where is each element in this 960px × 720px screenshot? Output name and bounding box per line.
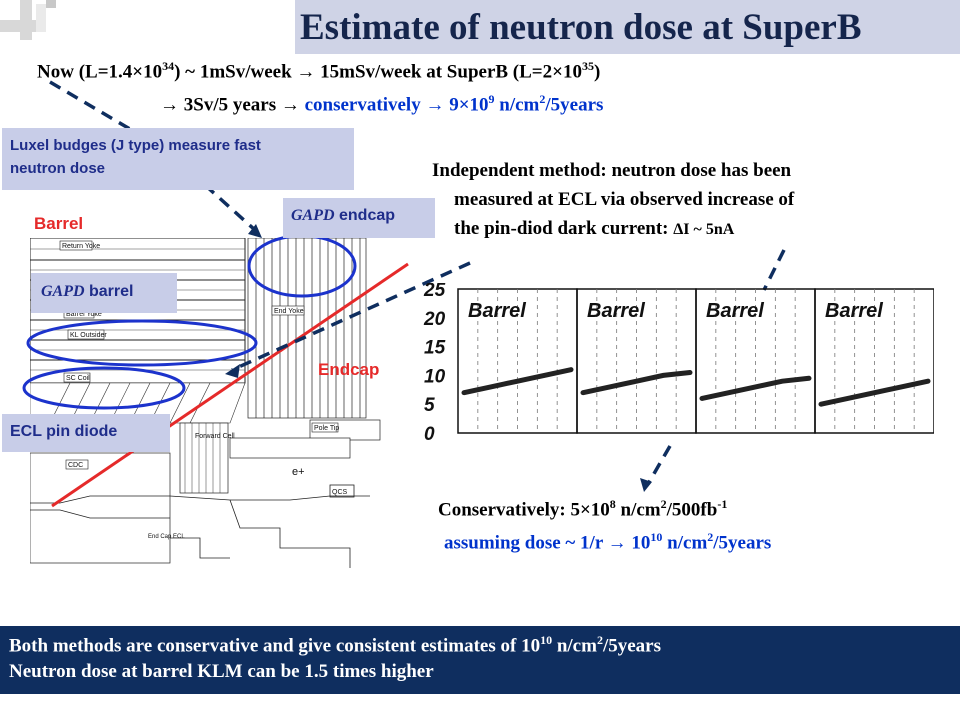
ecl-ellipse	[22, 366, 186, 410]
conclusion-bar	[0, 626, 960, 694]
independent-method-text: Independent method: neutron dose has bee…	[432, 160, 795, 239]
y-tick-label: 15	[424, 338, 446, 359]
luxel-label: Luxel budges (J type) measure fast neutr…	[2, 128, 354, 190]
dashed-connector	[646, 445, 672, 485]
y-tick-label: 0	[424, 424, 435, 443]
panel-label: Barrel	[587, 300, 645, 322]
estimate-line-2: → 3Sv/5 years → conservatively → 9×109 n…	[160, 92, 604, 116]
y-tick-label: 20	[423, 309, 446, 330]
arrow-icon: →	[280, 94, 300, 116]
dashed-connector	[203, 183, 257, 232]
series-line	[818, 378, 931, 407]
ecl-pin-diode-label: ECL pin diode	[2, 414, 170, 452]
dashed-connector	[49, 80, 136, 134]
panel-label: Barrel	[468, 300, 526, 322]
region-label: QCS	[332, 489, 348, 496]
y-tick-label: 25	[423, 283, 446, 301]
arrowhead-icon	[225, 364, 240, 378]
gapd-barrel-label: GAPD barrel	[31, 273, 177, 313]
region-label: End Yoke	[274, 308, 304, 315]
region-label: SC Coil	[66, 375, 90, 382]
region-label: CDC	[68, 462, 83, 469]
arrow-icon: →	[160, 94, 179, 116]
dashed-connector	[231, 261, 471, 372]
conservative-estimate: Conservatively: 5×108 n/cm2/500fb-1	[438, 497, 728, 521]
logo-icon	[0, 0, 56, 40]
dark-current-plot: 25 20 15 10 5 0 Barrel Barrel Barrel Barrel	[423, 283, 934, 443]
region-label: e+	[292, 466, 305, 478]
endcap-label: Endcap	[318, 360, 380, 379]
series-line	[461, 367, 574, 396]
region-label: KL Outsider	[70, 332, 107, 339]
region-label: Forward Cell	[195, 433, 235, 440]
conservative-estimate-assumption: assuming dose ~ 1/r → 1010 n/cm2/5years	[444, 530, 772, 554]
arrow-icon: →	[425, 94, 445, 116]
arrowhead-icon	[640, 478, 652, 492]
y-tick-label: 10	[424, 366, 446, 387]
dashed-connector	[762, 249, 786, 291]
region-label: Return Yoke	[62, 243, 100, 250]
estimate-line-1: Now (L=1.4×1034) ~ 1mSv/week → 15mSv/wee…	[37, 59, 601, 83]
title-bar	[295, 0, 960, 54]
region-label: Barrel Yoke	[66, 311, 102, 318]
series-line	[580, 370, 693, 396]
series-line	[699, 375, 812, 401]
endcap-ellipse	[247, 234, 357, 298]
panel-label: Barrel	[706, 300, 764, 322]
arrow-icon: →	[296, 61, 316, 83]
page-title: Estimate of neutron dose at SuperB	[300, 7, 862, 48]
gapd-endcap-label: GAPD endcap	[283, 198, 435, 238]
barrel-label: Barrel	[34, 214, 84, 233]
conclusion-line-2: Neutron dose at barrel KLM can be 1.5 ti…	[9, 661, 434, 682]
region-label: End Cap ECL	[148, 534, 185, 540]
y-tick-label: 5	[424, 395, 435, 416]
conclusion-line-1: Both methods are conservative and give c…	[9, 633, 661, 657]
klm-ellipse	[26, 319, 258, 367]
arrowhead-icon	[248, 224, 262, 238]
panel-label: Barrel	[825, 300, 883, 322]
region-label: Pole Tip	[314, 425, 339, 432]
arrow-icon: →	[607, 532, 627, 554]
